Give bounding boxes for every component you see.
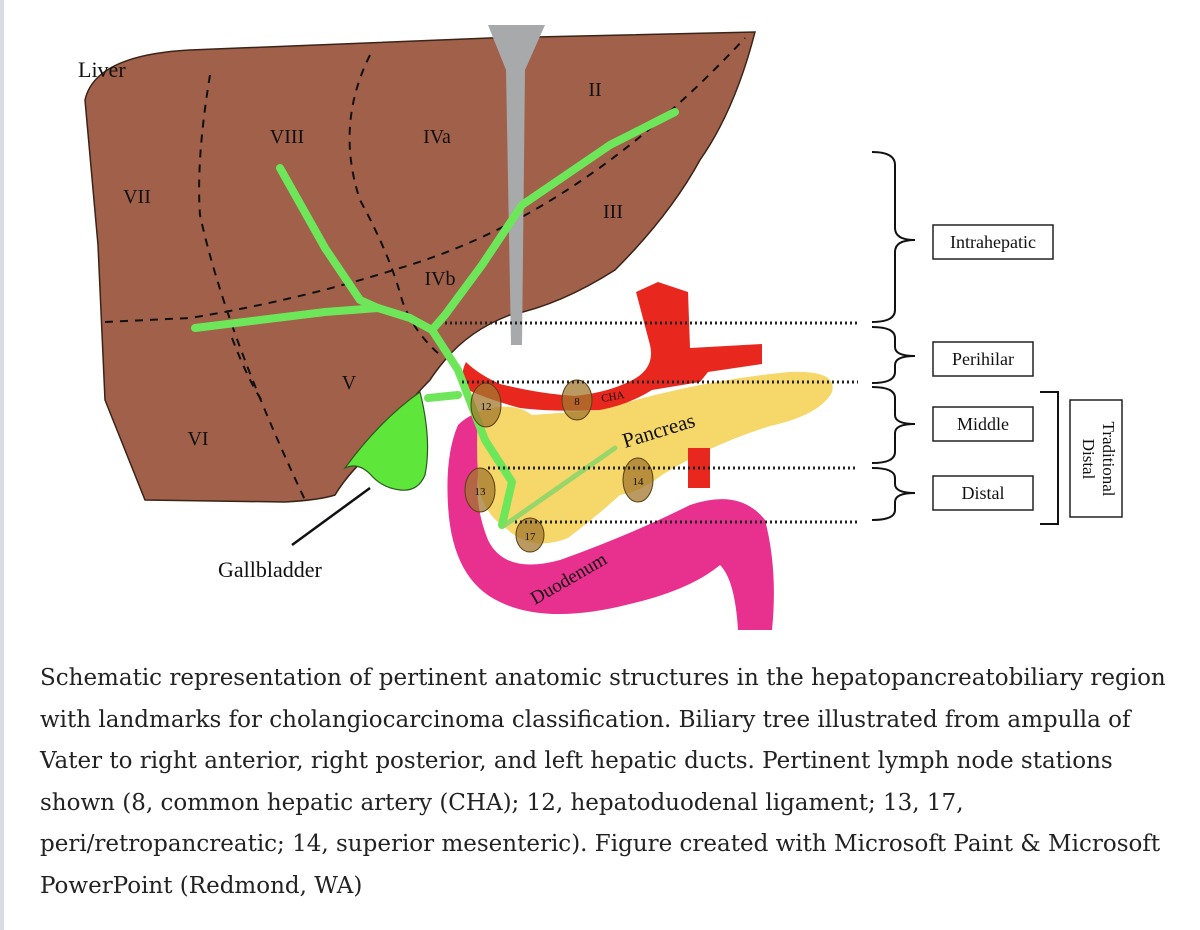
traditional-label-line2: Distal [1079, 439, 1098, 480]
pancreatic-duct [502, 445, 618, 528]
traditional-label-line1: Traditional [1099, 422, 1118, 497]
middle-box [932, 406, 1034, 442]
perihilar-label: Perihilar [952, 349, 1014, 369]
lymph-node-12 [470, 382, 502, 428]
lymph-node-14-label: 14 [633, 476, 645, 488]
segment-iii-label: III [603, 201, 623, 223]
level-lines [445, 321, 858, 524]
anatomy-figure: 12 8 13 14 17 Intrahepatic Perihilar Mid… [78, 25, 1123, 630]
lymph-node-13-label: 13 [475, 486, 487, 498]
distal-box [932, 475, 1034, 511]
segment-viii-label: VIII [270, 126, 304, 148]
duodenum-shape [447, 409, 774, 630]
lymph-node-17-label: 17 [525, 531, 537, 543]
intrahepatic-label: Intrahepatic [950, 232, 1036, 252]
segment-vii-label: VII [123, 186, 151, 208]
lymph-node-12-label: 12 [481, 401, 492, 413]
liver-label: Liver [78, 57, 126, 82]
segment-v-label: V [342, 372, 357, 394]
lymph-node-14 [622, 457, 654, 503]
gallbladder-shape [343, 391, 429, 491]
cha-label: CHA [600, 389, 625, 405]
falciform-ligament [488, 25, 545, 345]
pancreas-shape [477, 371, 833, 544]
gallbladder-label: Gallbladder [218, 557, 323, 582]
lymph-node-8-label: 8 [574, 396, 580, 408]
bile-duct-tree [191, 108, 679, 529]
lymph-node-17 [515, 517, 545, 553]
segment-iva-label: IVa [423, 126, 451, 148]
classification-braces [871, 151, 1059, 525]
figure-caption: Schematic representation of pertinent an… [40, 665, 1166, 899]
lymph-node-13 [464, 467, 496, 513]
gallbladder-pointer [291, 486, 371, 547]
left-border [0, 0, 4, 930]
lymph-nodes: 12 8 13 14 17 [464, 379, 654, 553]
segment-ivb-label: IVb [424, 268, 455, 290]
distal-label: Distal [962, 483, 1005, 503]
segment-vi-label: VI [187, 428, 208, 450]
intrahepatic-box [932, 224, 1054, 260]
perihilar-box [932, 341, 1034, 377]
segment-ii-label: II [588, 79, 601, 101]
traditional-distal-box [1069, 399, 1123, 518]
lymph-node-8 [561, 379, 593, 421]
middle-label: Middle [957, 414, 1009, 434]
